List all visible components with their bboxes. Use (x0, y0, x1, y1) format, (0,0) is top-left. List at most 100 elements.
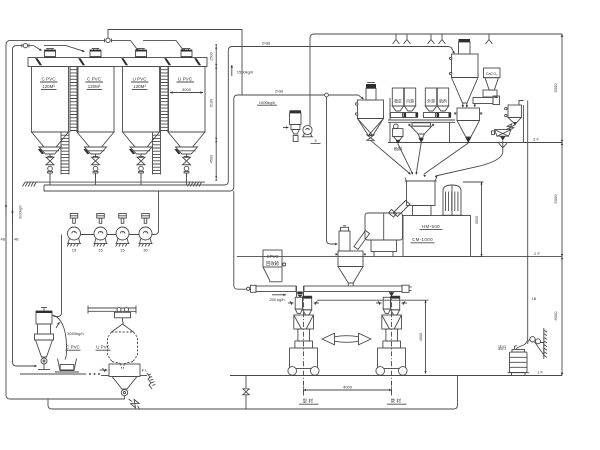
drawing-path (12, 45, 23, 358)
drawing-line (377, 300, 381, 306)
label-equipment-hot_mixer: HM-500 (422, 224, 440, 229)
drawing-shape (401, 284, 410, 293)
label-silos-silo2_cap: 120M³ (88, 84, 101, 89)
drawing-shape (44, 56, 56, 58)
drawing-shape (174, 148, 181, 155)
drawing-polygon (128, 146, 154, 155)
drawing-polygon (392, 199, 411, 218)
mixer-group: HM-500 CM-1000 3500 (353, 177, 484, 258)
label-silos-silo4_name: U PVC (178, 77, 193, 82)
label-dims-d1500: 1500 (209, 52, 213, 60)
arrowhead-icon (215, 140, 218, 143)
additive-bins: 稳定 内滑 外滑 助剂 色料 (388, 87, 455, 175)
label-blowers-b2: 15 (98, 248, 103, 253)
arrowhead-icon (104, 368, 108, 372)
drawing-shape (83, 148, 90, 155)
drawing-path (128, 398, 133, 402)
drawing-circle (310, 366, 320, 376)
piping-network: 4B 4B 3000kg/h 2½B 1500kg/h 2½B 1000kg/h… (1, 29, 564, 410)
label-silos-silo4_dia: 3000 (182, 87, 192, 92)
drawing-line (78, 237, 81, 244)
extruder-dims: 4000 4000 型材 管材 (299, 299, 429, 405)
drawing-rect (482, 89, 498, 98)
ground-hatch (22, 181, 37, 187)
drawing-shape (97, 230, 104, 234)
base-hatch (138, 243, 151, 247)
drawing-shape (358, 332, 373, 346)
label-silos-silo1_cap: 120M³ (42, 84, 55, 89)
silo4 (167, 48, 206, 179)
drawing-circle (449, 56, 453, 61)
arrowhead-icon (389, 388, 392, 392)
drawing-line (408, 123, 411, 127)
label-dims-d4000v: 4000 (419, 333, 423, 341)
arrowhead-icon (335, 242, 338, 246)
wall-hatch (543, 329, 548, 358)
drawing-path (370, 139, 411, 175)
label-bins-2: 外滑 (427, 99, 435, 104)
right-drop-valve (388, 291, 395, 297)
drawing-shape (305, 127, 310, 131)
drawing-path (435, 147, 504, 177)
drawing-path (130, 40, 139, 51)
hatched-area (59, 364, 75, 371)
arrowhead-icon (170, 91, 173, 94)
drawing-path (65, 45, 85, 52)
drawing-circle (449, 71, 453, 76)
drawing-line (104, 237, 107, 244)
label-dims-d4000h: 4000 (343, 384, 353, 389)
drawing-rect (143, 217, 148, 224)
arrowhead-icon (39, 48, 42, 51)
diagram-layer: 4B 4B 3000kg/h 2½B 1500kg/h 2½B 1000kg/h… (1, 29, 564, 410)
drawing-line (453, 112, 457, 115)
storage-silos: C PVC 120M³ C PVC 120M³ U PVC 120M³ U PV… (22, 44, 235, 192)
drawing-shape (44, 50, 56, 52)
drawing-line (302, 133, 305, 137)
drawing-shape (71, 230, 77, 234)
arrowhead-icon (4, 204, 8, 207)
drawing-line (67, 237, 70, 244)
arrowhead-icon (215, 46, 218, 49)
label-extruders-right: 管材 (391, 398, 403, 405)
drawing-path (107, 331, 138, 369)
drawing-line (431, 123, 435, 127)
drawing-circle (398, 366, 408, 376)
arrowhead-icon (423, 174, 426, 178)
drawing-line (402, 300, 406, 306)
drawing-path (137, 405, 140, 410)
label-recycle-line2: 回收箱 (266, 260, 280, 267)
vent-stack-icon (427, 34, 435, 45)
drawing-shape (458, 39, 470, 42)
drawing-polygon (392, 136, 404, 141)
drawing-path (514, 345, 517, 350)
arrowhead-icon (215, 44, 218, 47)
drawing-path (107, 29, 243, 95)
label-silos-silo2_name: C PVC (87, 77, 102, 82)
drawing-rect (250, 284, 257, 293)
label-bins-1: 内滑 (406, 99, 414, 104)
drawing-line (102, 367, 106, 373)
arrowhead-icon (480, 254, 483, 257)
drawing-circle (504, 113, 508, 118)
arrowhead-icon (215, 137, 218, 140)
arrowhead-icon (215, 176, 218, 179)
drawing-circle (138, 226, 153, 241)
label-silos-silo3_name: U PVC (132, 77, 147, 82)
label-dims-d9100: 9100 (209, 99, 213, 107)
drawing-circle (138, 165, 144, 172)
additive-bin: 助剂 (435, 87, 452, 118)
drawing-line (94, 237, 97, 244)
drawing-circle (124, 307, 129, 313)
arrowhead-icon (560, 372, 564, 376)
arrowhead-icon (410, 171, 413, 175)
label-levels-fl: F L (142, 369, 148, 373)
drawing-circle (529, 336, 536, 343)
drawing-path (262, 266, 283, 282)
drawing-rect (262, 249, 283, 268)
drawing-line (367, 118, 384, 136)
drawing-shape (388, 292, 395, 297)
drawing-path (227, 46, 455, 181)
drawing-polygon (174, 146, 199, 155)
drawing-path (415, 142, 422, 175)
drawing-rect (402, 215, 471, 257)
